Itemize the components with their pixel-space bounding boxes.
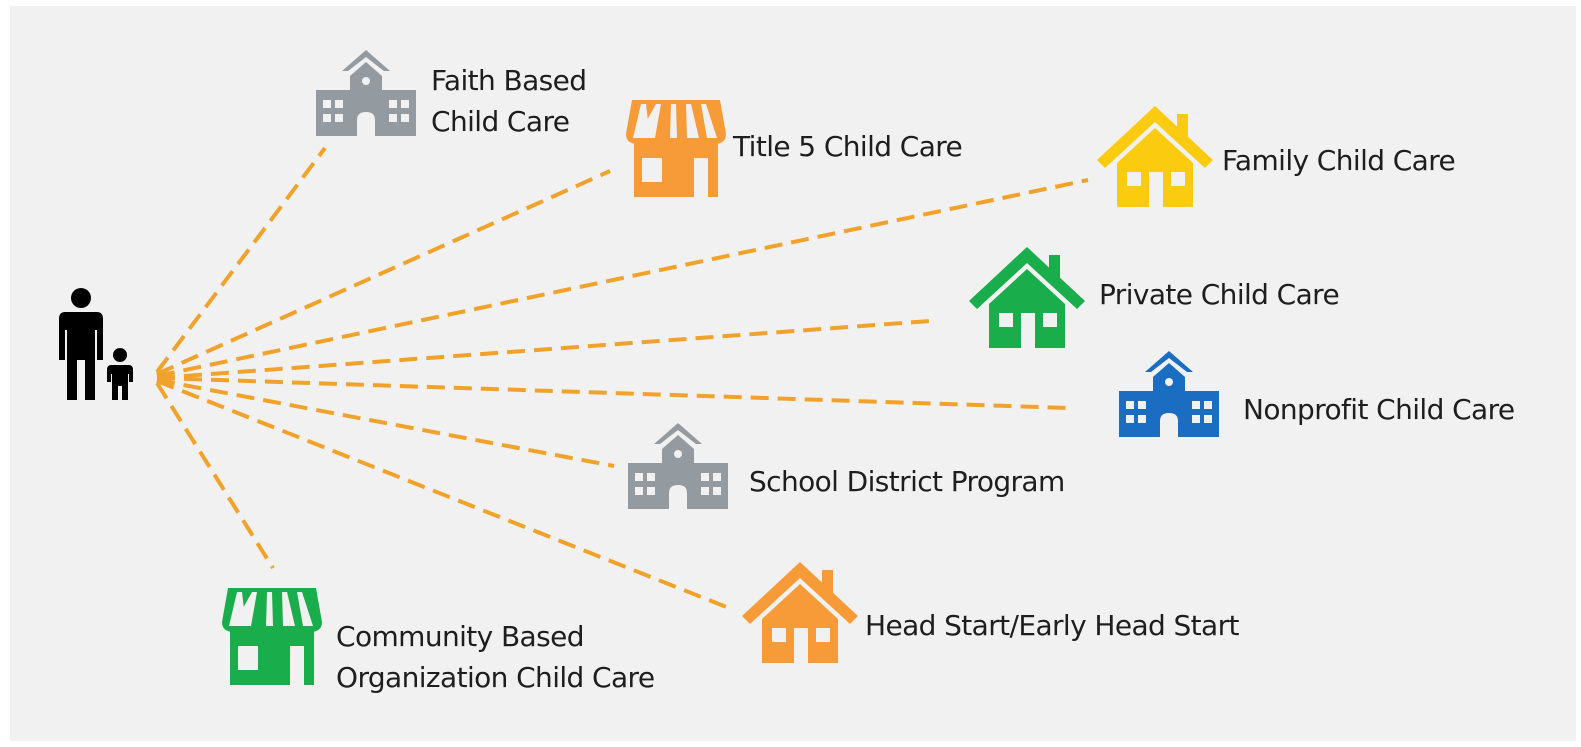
faith-based-label: Faith Based Child Care <box>431 64 587 138</box>
connector-line-nonprofit <box>156 376 1069 410</box>
connector-line-private <box>156 319 931 380</box>
family-house-icon <box>1097 106 1213 207</box>
community-based-label: Community Based Organization Child Care <box>336 620 655 694</box>
connector-line-community-based <box>155 381 275 570</box>
title-5-storefront-icon <box>626 100 726 197</box>
connector-line-family <box>156 178 1089 378</box>
private-label: Private Child Care <box>1099 278 1340 311</box>
connector-line-faith-based <box>155 146 327 374</box>
parent-and-child-icon <box>59 288 133 400</box>
private-house-icon <box>969 247 1085 348</box>
community-based-storefront-icon <box>222 588 322 685</box>
connector-line-school-district <box>156 378 615 468</box>
school-district-label: School District Program <box>749 465 1065 498</box>
family-label: Family Child Care <box>1222 144 1456 177</box>
head-start-label: Head Start/Early Head Start <box>865 609 1239 642</box>
connector-line-title-5 <box>156 169 611 376</box>
faith-based-school-building-icon <box>316 50 416 138</box>
head-start-house-icon <box>742 562 858 663</box>
nonprofit-label: Nonprofit Child Care <box>1243 393 1515 426</box>
school-district-school-building-icon <box>628 423 728 511</box>
connector-line-head-start <box>156 379 735 612</box>
nonprofit-school-building-icon <box>1119 351 1219 439</box>
title-5-label: Title 5 Child Care <box>733 130 963 163</box>
